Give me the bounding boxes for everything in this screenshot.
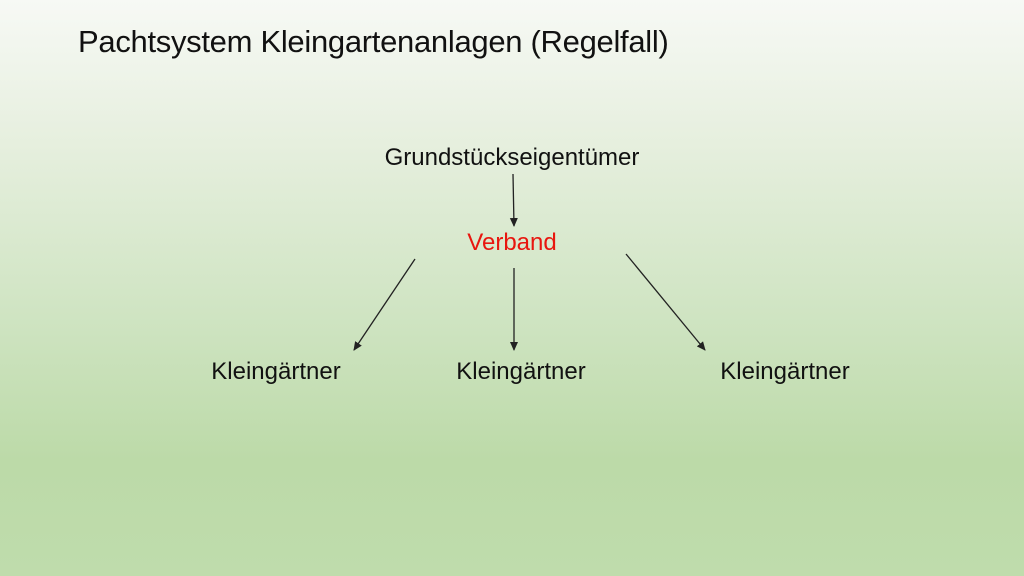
node-gardener-left: Kleingärtner bbox=[211, 358, 341, 385]
slide-title: Pachtsystem Kleingartenanlagen (Regelfal… bbox=[78, 24, 669, 59]
arrow-association-to-gardener-right bbox=[625, 253, 706, 351]
node-association: Verband bbox=[467, 229, 557, 256]
node-landowner: Grundstückseigentümer bbox=[384, 144, 640, 171]
arrow-owner-to-association bbox=[509, 173, 518, 227]
node-gardener-right: Kleingärtner bbox=[720, 358, 850, 385]
node-gardener-center: Kleingärtner bbox=[456, 358, 586, 385]
arrow-association-to-gardener-left bbox=[353, 258, 416, 351]
